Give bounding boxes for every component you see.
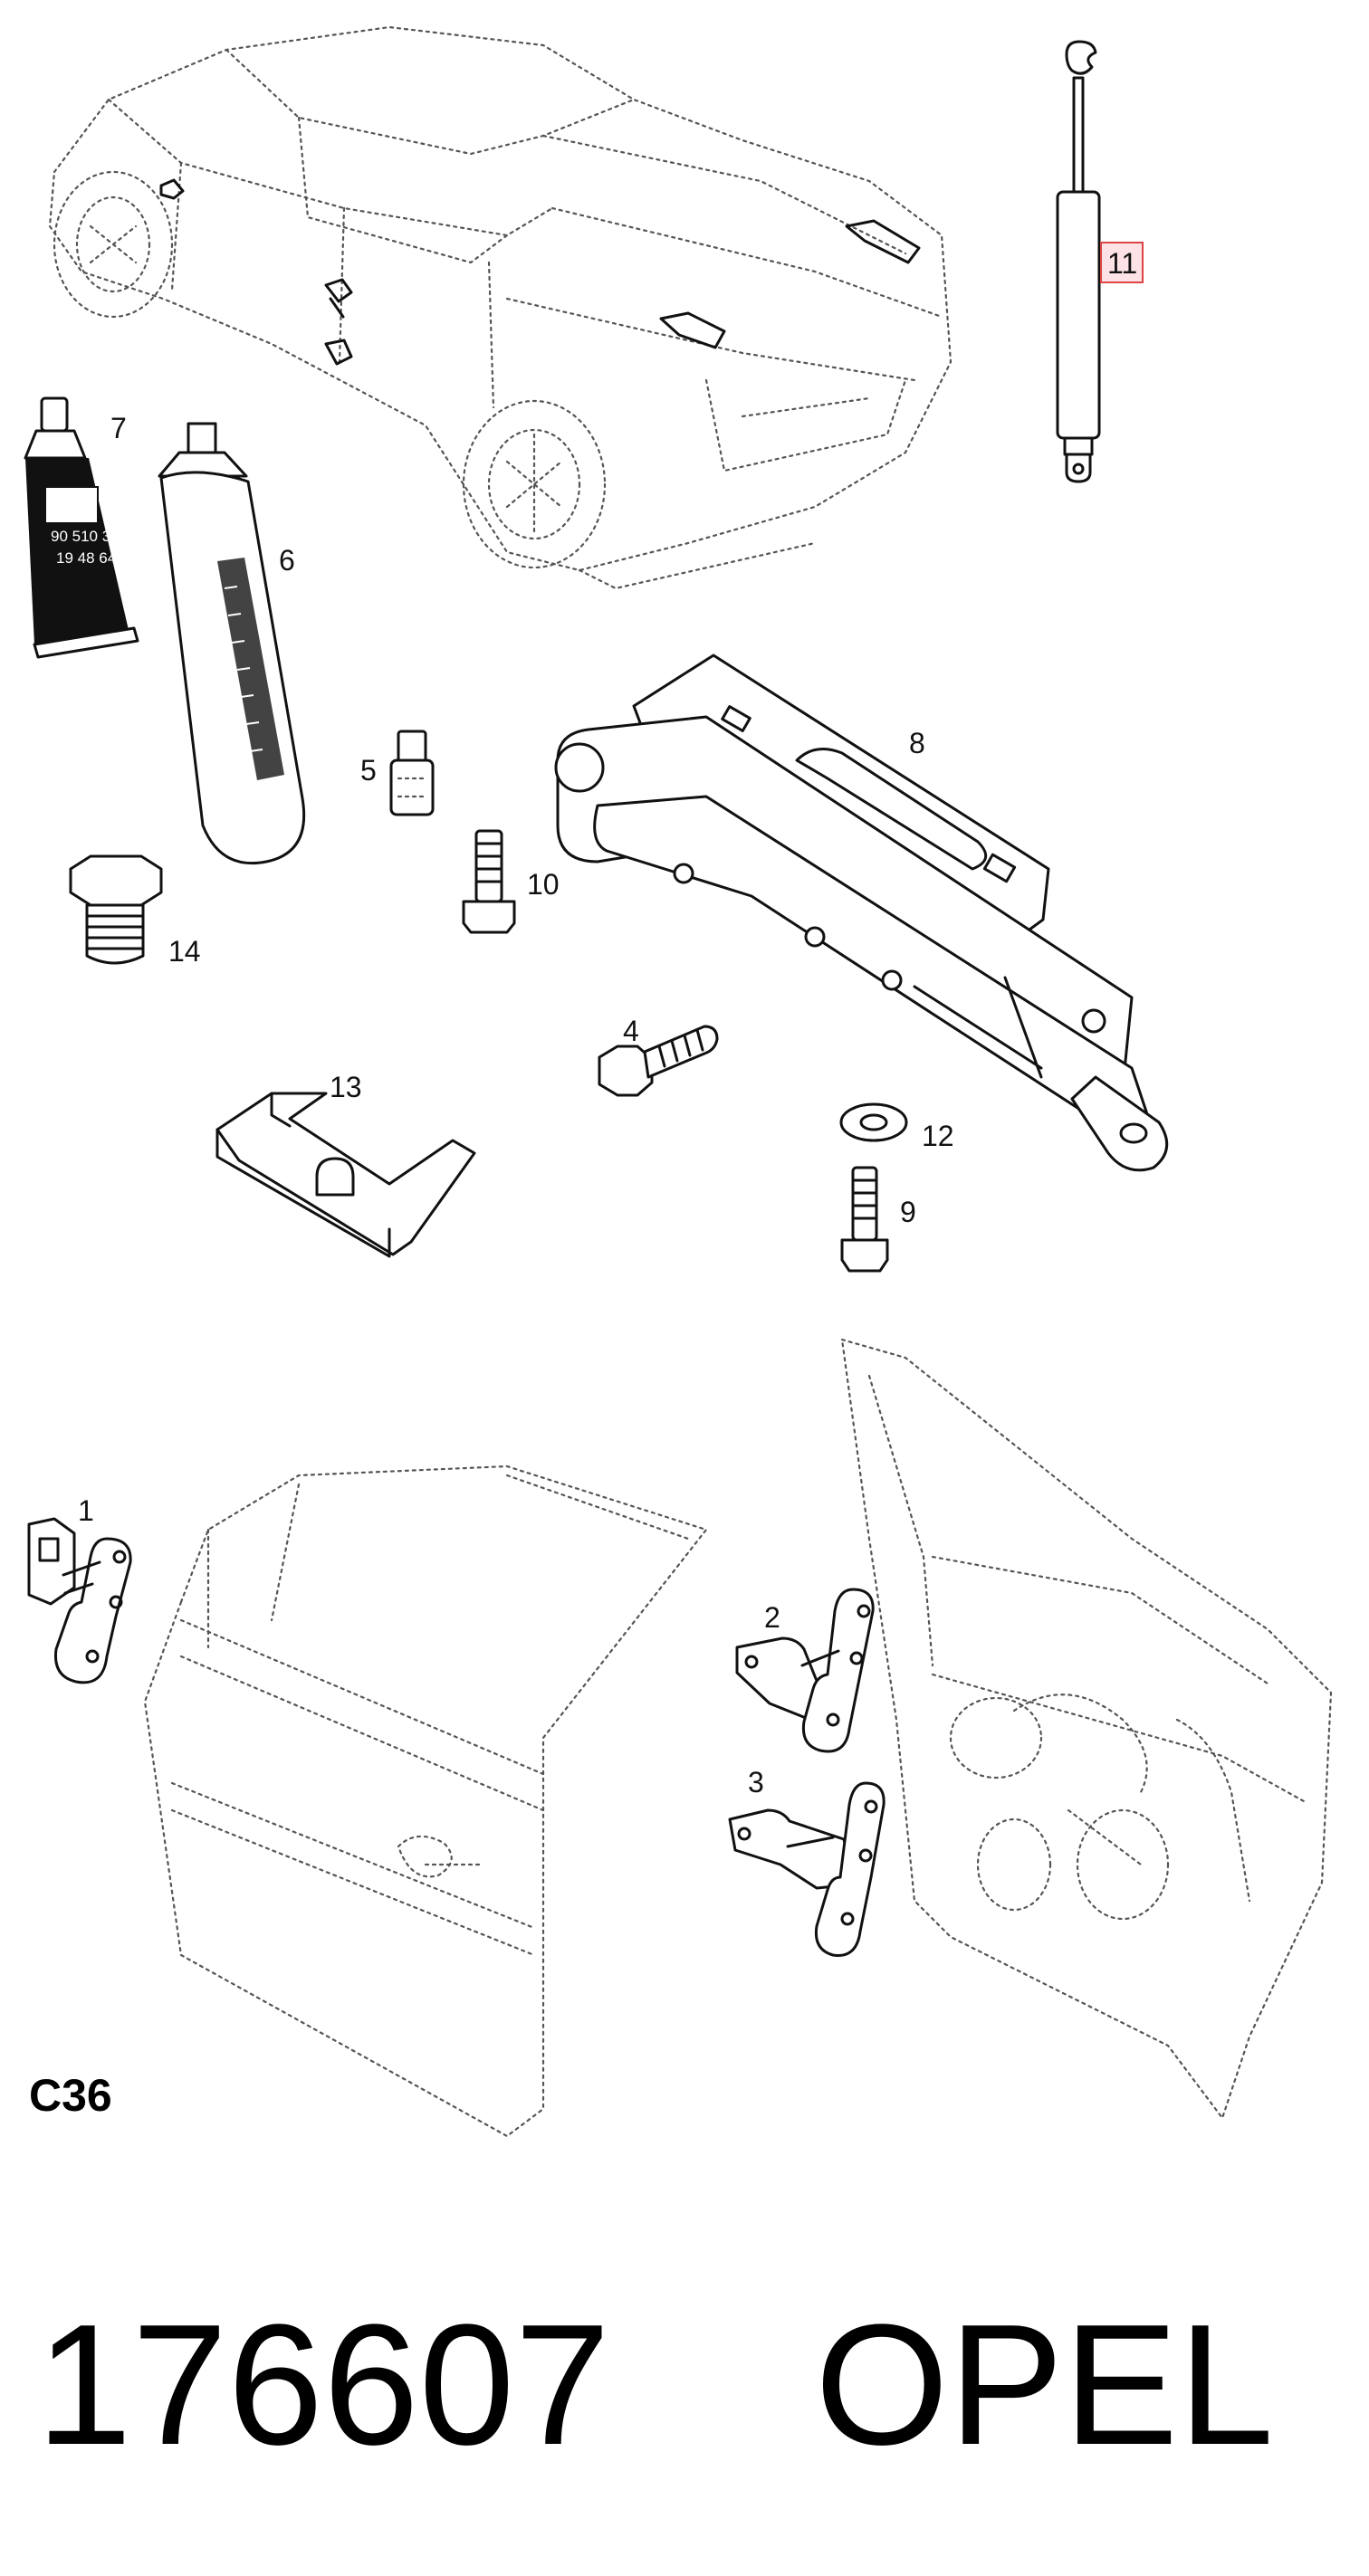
callout-2[interactable]: 2 [764,1601,780,1634]
callout-5[interactable]: 5 [360,754,377,787]
callout-9[interactable]: 9 [900,1196,916,1228]
front-door-illustration [143,1465,708,2138]
callout-11[interactable]: 11 [1107,247,1137,280]
callout-4[interactable]: 4 [623,1015,639,1047]
bracket-part-13[interactable] [215,1092,476,1258]
callout-6[interactable]: 6 [279,544,295,577]
callout-14[interactable]: 14 [168,935,201,968]
sealant-tube-text-1: 90 510 3.. [51,528,120,545]
callout-7[interactable]: 7 [110,412,127,444]
door-hinge-part-2[interactable] [735,1588,875,1753]
callout-10[interactable]: 10 [527,868,560,901]
grease-tube-large-part-6[interactable] [158,422,306,865]
washer-part-12[interactable] [839,1102,908,1142]
door-hinge-part-1[interactable] [27,1517,132,1684]
callout-11-highlight-box [1100,242,1144,283]
callout-12[interactable]: 12 [922,1120,954,1152]
part-number: 176607 [36,2289,610,2481]
plug-part-14[interactable] [69,854,163,965]
door-hinge-part-3[interactable] [728,1781,886,1957]
hinge-assembly-part-8[interactable] [554,654,1169,1172]
bolt-part-9[interactable] [840,1166,889,1273]
callout-1[interactable]: 1 [78,1494,94,1527]
brand-name: OPEL [815,2289,1274,2481]
sealant-tube-text-2: 19 48 64.. [56,549,125,567]
clip-part-5[interactable] [389,730,435,816]
gas-strut-part-11[interactable] [1056,40,1101,483]
callout-13[interactable]: 13 [330,1071,362,1103]
car-body-illustration [48,25,953,590]
diagram-reference-code: C36 [29,2070,112,2121]
callout-3[interactable]: 3 [748,1766,764,1798]
flange-bolt-part-4[interactable] [598,1025,719,1097]
rear-door-illustration [840,1338,1333,2120]
sealant-tube-small-part-7[interactable]: 90 510 3.. 19 48 64.. [24,396,139,659]
callout-8[interactable]: 8 [909,727,925,759]
bolt-part-10[interactable] [462,829,516,934]
